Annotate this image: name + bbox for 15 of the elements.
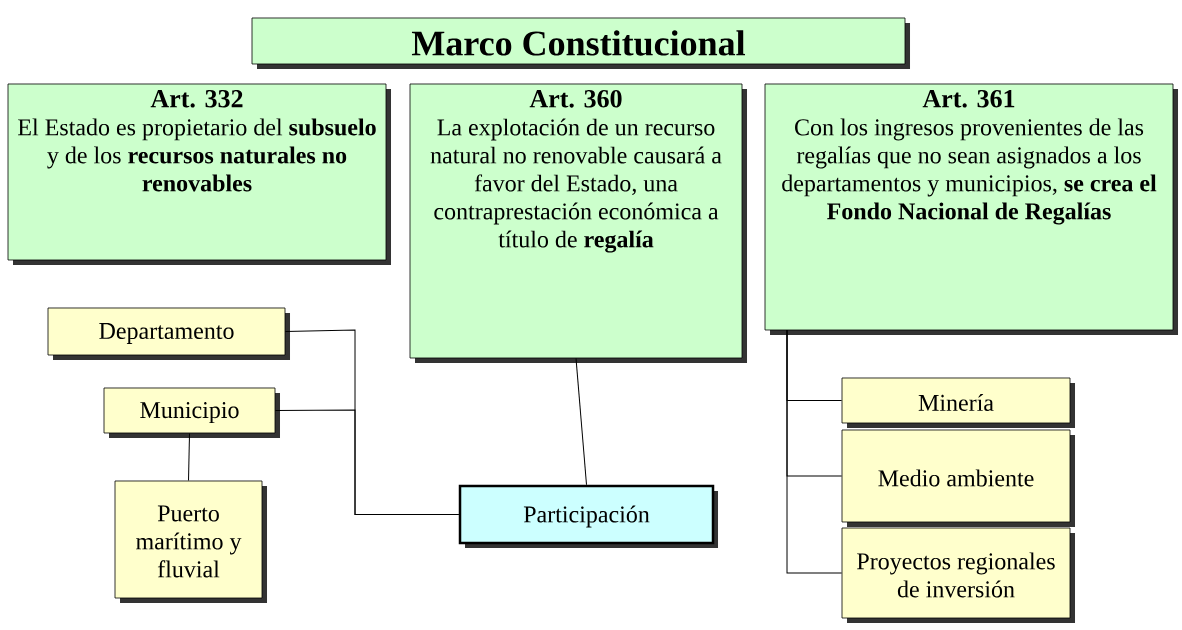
connector-line bbox=[575, 357, 587, 486]
connector-line bbox=[786, 329, 843, 574]
topic-box: Puerto marítimo y fluvial bbox=[114, 480, 267, 603]
topic-box: Departamento bbox=[47, 307, 290, 360]
article-box: Art. 332 El Estado es propietario del subsuelo y de los recursos naturales no renovables bbox=[7, 83, 391, 265]
connector-line bbox=[188, 432, 190, 482]
article-box: Art. 360 La explotación de un recurso natural no renovable causará a favor del Estado, una contraprestación económica a título de regalía bbox=[409, 83, 747, 363]
title-box: Marco Constitucional bbox=[251, 17, 910, 69]
article-box: Art. 361 Con los ingresos provenientes de las regalías que no sean asignados a los departamentos y municipios, se crea el Fondo Nacional de Regalías bbox=[764, 83, 1178, 335]
connector-line bbox=[274, 409, 460, 515]
topic-box: Municipio bbox=[103, 387, 280, 438]
topic-box: Medio ambiente bbox=[841, 429, 1075, 527]
topic-box: Proyectos regionales de inversión bbox=[841, 527, 1075, 623]
topic-box: Minería bbox=[841, 377, 1075, 428]
result-box: Participación bbox=[458, 484, 718, 548]
